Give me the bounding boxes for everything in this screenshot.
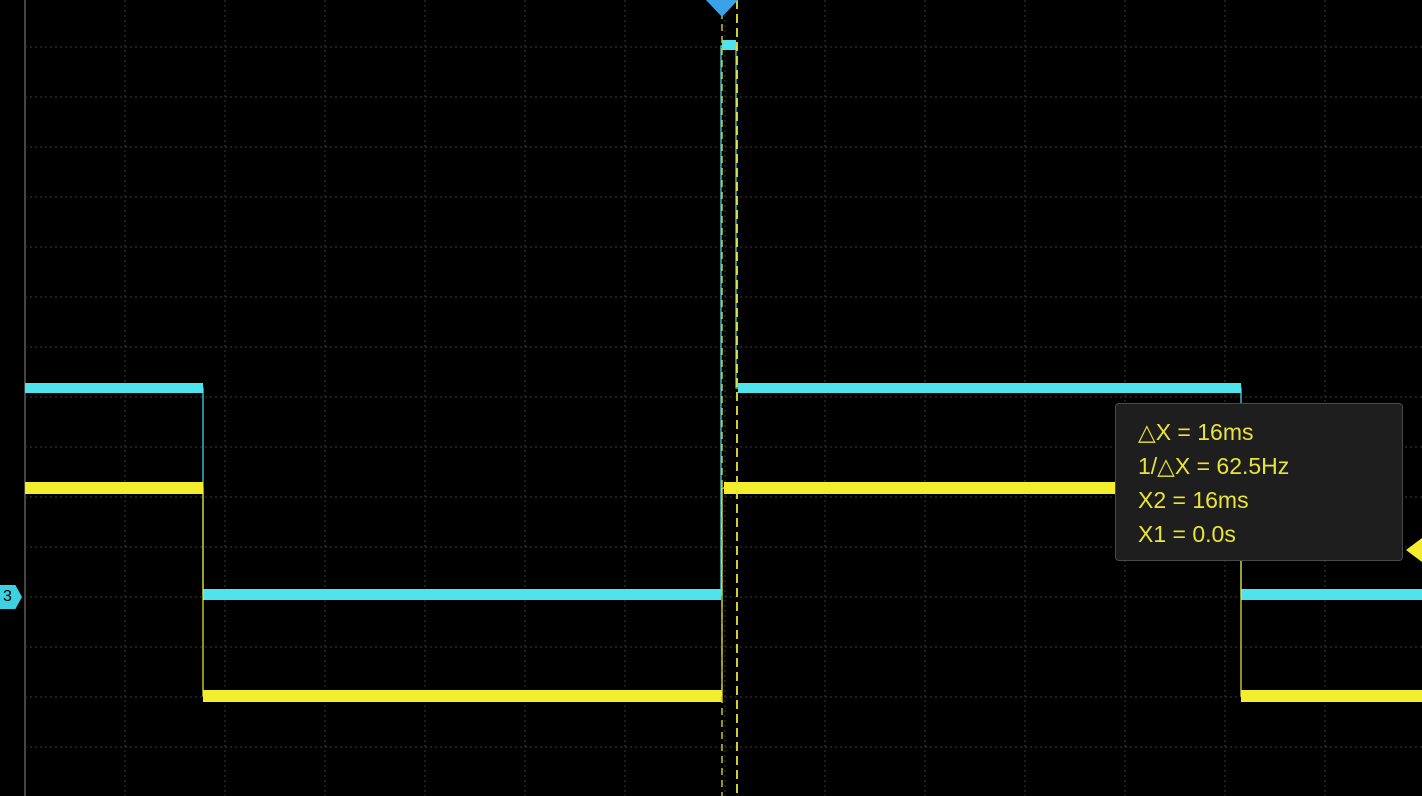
cursor-level-icon[interactable]: [1406, 538, 1422, 562]
scope-grid: [24, 0, 1422, 796]
x1-readout: X1 = 0.0s: [1138, 521, 1236, 547]
x2-readout: X2 = 16ms: [1138, 487, 1249, 513]
trigger-position-icon[interactable]: [706, 0, 738, 17]
cursor-readout-panel: △X = 16ms 1/△X = 62.5Hz X2 = 16ms X1 = 0…: [1115, 403, 1403, 561]
delta-x-readout: △X = 16ms: [1138, 419, 1254, 445]
channel-cyan-levels: [25, 40, 1422, 600]
channel-3-label: 3: [3, 588, 12, 605]
channel-3-marker[interactable]: 3: [0, 585, 22, 609]
inverse-delta-x-readout: 1/△X = 62.5Hz: [1138, 453, 1290, 479]
channel-yellow-levels: [25, 482, 1422, 702]
